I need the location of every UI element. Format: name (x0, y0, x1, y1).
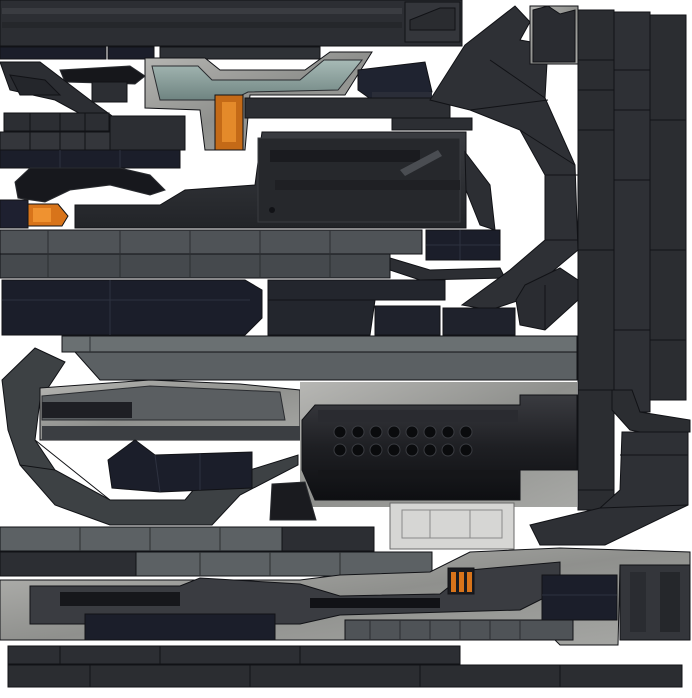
grey-strip-lower-b (0, 551, 433, 577)
right-l-stock (529, 389, 691, 546)
tall-column-a (577, 9, 615, 511)
small-dark-slab (464, 150, 496, 231)
main-receiver-dark (74, 131, 467, 229)
light-wire-piece (389, 502, 515, 550)
grey-stone-strip-a (0, 229, 423, 279)
navy-prism (357, 61, 433, 101)
tall-column-c (649, 14, 687, 401)
bottom-strip-a (7, 645, 461, 665)
navy-block-mid (267, 279, 516, 336)
black-bracket (59, 65, 146, 85)
corner-dark-block (619, 564, 691, 641)
navy-block-large (1, 279, 263, 336)
navy-box-bottom-right (541, 574, 618, 621)
big-black-barrel (300, 382, 578, 507)
cube-pieces (515, 267, 579, 331)
rail-strip (244, 97, 473, 131)
navy-stock-piece (107, 439, 253, 493)
navy-bar-upper (0, 46, 321, 60)
long-grey-barrel (61, 335, 578, 381)
small-black-wedge (269, 481, 317, 521)
small-dark-bracket-top (529, 5, 579, 65)
left-block-panels (0, 112, 186, 151)
left-dark-arm (0, 61, 151, 131)
grey-rail-bottom (344, 619, 574, 641)
top-strip-panel (0, 0, 463, 47)
orange-vents-bottom (447, 567, 475, 595)
navy-strip-mid (0, 149, 181, 169)
bottom-strip-b (7, 664, 683, 688)
tall-column-b (613, 11, 651, 413)
black-grip-piece (14, 167, 166, 203)
orange-clip (0, 199, 69, 229)
grey-strip-lower-a (0, 526, 375, 552)
stone-handguard (39, 379, 301, 441)
navy-bars-right (389, 229, 506, 281)
vent-holes (333, 425, 473, 457)
receiver-glass-piece (144, 51, 373, 151)
